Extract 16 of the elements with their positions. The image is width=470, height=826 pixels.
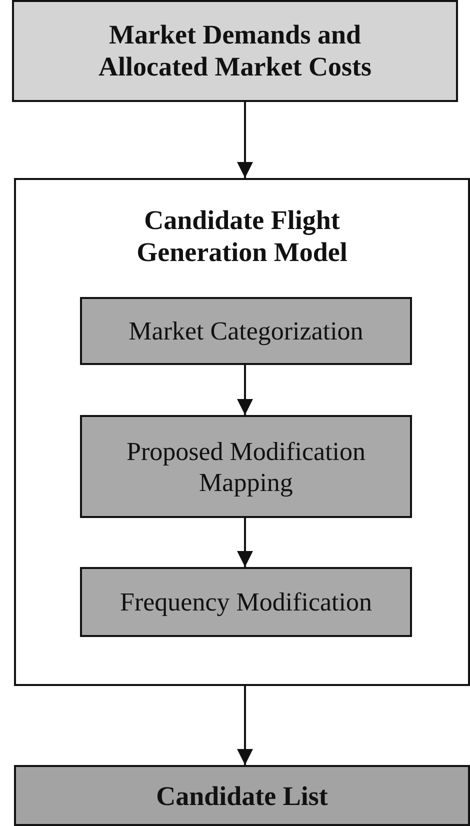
input-box [12, 0, 458, 102]
process-box [80, 297, 412, 365]
arrow [237, 102, 253, 178]
arrow [237, 518, 253, 567]
output-box [14, 765, 470, 826]
model-container [14, 178, 470, 686]
box-label: Market Demands and Allocated Market Costs [98, 18, 372, 84]
box-label: Proposed Modification Mapping [125, 435, 367, 498]
model-title: Candidate Flight Generation Model [136, 204, 348, 269]
box-label: Market Categorization [128, 315, 364, 347]
box-label: Candidate List [155, 779, 329, 812]
arrow [237, 686, 253, 765]
process-box [80, 567, 412, 637]
process-box [80, 415, 412, 518]
arrow [237, 365, 253, 415]
box-label: Frequency Modification [119, 586, 373, 618]
